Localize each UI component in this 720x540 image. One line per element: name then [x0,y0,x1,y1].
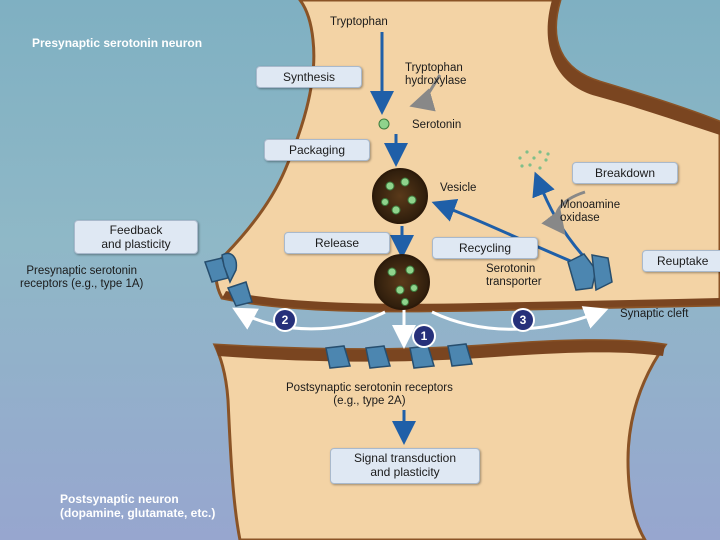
presynaptic-receptors-label: Presynaptic serotonin receptors (e.g., t… [20,265,144,290]
postsynaptic-dendrite [212,339,668,540]
presynaptic-neuron-label: Presynaptic serotonin neuron [32,36,203,50]
badge-3: 3 [513,310,533,330]
packaging-box: Packaging [264,139,370,161]
breakdown-box: Breakdown [572,162,678,184]
vesicle-upper [372,168,428,224]
release-box: Release [284,232,390,254]
postsynaptic-neuron-label: Postsynaptic neuron (dopamine, glutamate… [60,492,216,520]
synaptic-cleft-label: Synaptic cleft [620,308,689,320]
recycling-box: Recycling [432,237,538,259]
postsynaptic-receptor [325,345,351,369]
tryptophan-hydroxylase-label: Tryptophan hydroxylase [405,62,467,87]
tryptophan-label: Tryptophan [330,16,388,28]
serotonin-molecule [378,118,390,130]
postsynaptic-receptors-label: Postsynaptic serotonin receptors (e.g., … [286,382,453,407]
badge-2: 2 [275,310,295,330]
synthesis-box: Synthesis [256,66,362,88]
serotonin-transporter-label: Serotonin transporter [486,263,542,288]
serotonin-label: Serotonin [412,119,462,131]
monoamine-oxidase-label: Monoamine oxidase [560,199,621,224]
feedback-box: Feedback and plasticity [74,220,198,254]
reuptake-box: Reuptake [642,250,720,272]
vesicle-lower [374,254,430,310]
vesicle-label: Vesicle [440,182,477,194]
badge-1: 1 [414,326,434,346]
signal-transduction-box: Signal transduction and plasticity [330,448,480,484]
